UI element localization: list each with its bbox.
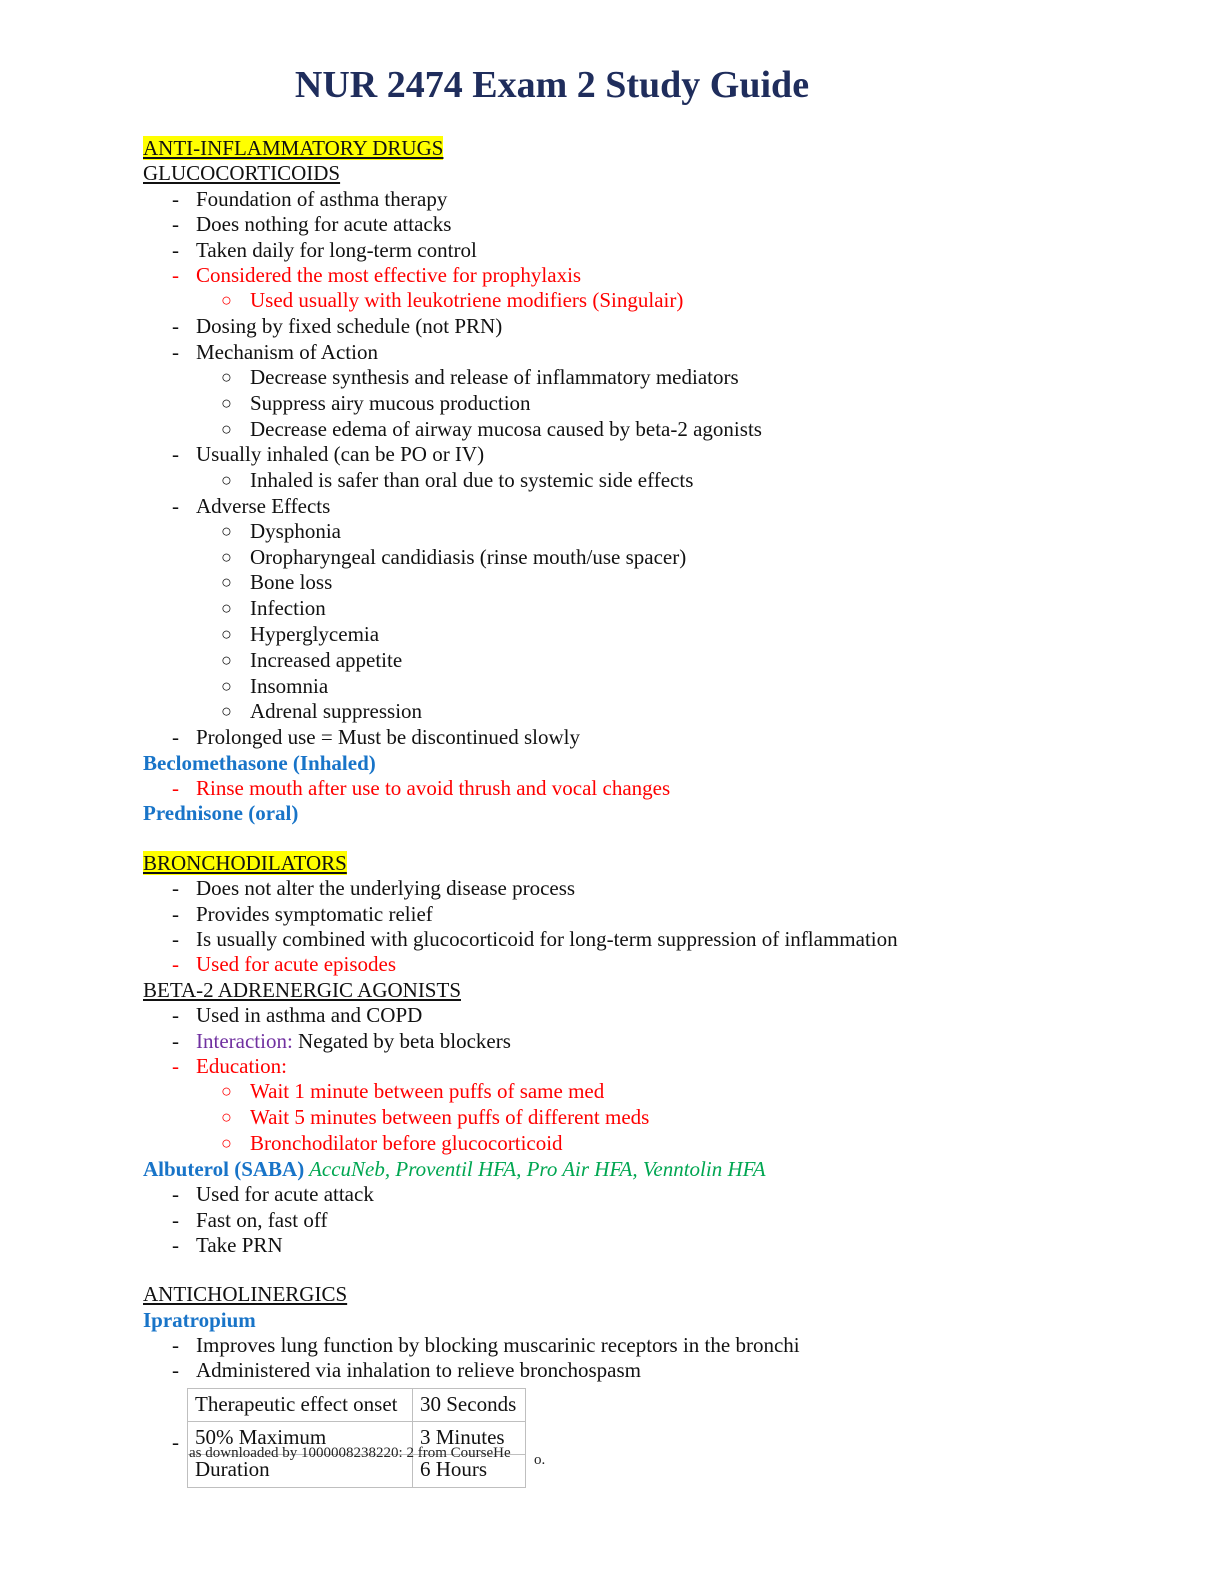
table-cell: 50% Maximum (187, 1420, 413, 1455)
table-row: 50% Maximum 3 Minutes (187, 1420, 526, 1455)
sub-list-item: ○Dysphonia (221, 518, 341, 543)
list-item: -Used for acute attack (172, 1182, 374, 1207)
sub-list-item: ○Bronchodilator before glucocorticoid (221, 1130, 563, 1155)
sub-list-item: ○Used usually with leukotriene modifiers… (221, 288, 684, 313)
drug-name: Beclomethasone (Inhaled) (143, 750, 376, 775)
drug-name: Prednisone (oral) (143, 801, 299, 826)
document-body: ANTI-INFLAMMATORY DRUGS GLUCOCORTICOIDS … (143, 136, 1163, 1494)
sub-list-item: ○Bone loss (221, 570, 333, 595)
list-item: -Does nothing for acute attacks (172, 212, 452, 237)
list-marker: - (172, 1429, 179, 1454)
list-item: -Administered via inhalation to relieve … (172, 1358, 641, 1383)
drug-name: Ipratropium (143, 1307, 256, 1332)
list-item: -Considered the most effective for proph… (172, 262, 582, 287)
download-watermark: as downloaded by 1000008238220: 2 from C… (189, 1445, 511, 1461)
list-item: -Used for acute episodes (172, 952, 397, 977)
sub-list-item: ○Increased appetite (221, 647, 403, 672)
list-item: -Provides symptomatic relief (172, 901, 433, 926)
table-cell: 3 Minutes (412, 1420, 526, 1455)
section-heading: BRONCHODILATORS (143, 850, 347, 875)
list-item: -Foundation of asthma therapy (172, 186, 448, 211)
spacer (143, 1258, 1163, 1282)
sub-list-item: ○Wait 5 minutes between puffs of differe… (221, 1105, 650, 1130)
list-item: -Is usually combined with glucocorticoid… (172, 927, 898, 951)
sub-list-item: ○Decrease synthesis and release of infla… (221, 364, 739, 389)
list-item: -Dosing by fixed schedule (not PRN) (172, 314, 503, 339)
onset-table: Therapeutic effect onset 30 Seconds 50% … (187, 1387, 526, 1488)
table-cell: 6 Hours (412, 1453, 526, 1488)
list-item: -Adverse Effects (172, 493, 331, 518)
list-item: -Interaction: Negated by beta blockers (172, 1028, 511, 1053)
list-item: -Prolonged use = Must be discontinued sl… (172, 725, 580, 750)
sub-list-item: ○Insomnia (221, 673, 329, 698)
spacer (143, 827, 1163, 851)
sub-list-item: ○Wait 1 minute between puffs of same med (221, 1079, 605, 1104)
table-cell: Duration (187, 1453, 413, 1488)
sub-list-item: ○Adrenal suppression (221, 699, 423, 724)
table-cell: Therapeutic effect onset (187, 1387, 413, 1422)
subsection-heading: ANTICHOLINERGICS (143, 1282, 348, 1307)
list-item: -Education: (172, 1053, 287, 1078)
list-item: -Rinse mouth after use to avoid thrush a… (172, 776, 671, 801)
list-item: -Usually inhaled (can be PO or IV) (172, 442, 485, 467)
sub-list-item: ○Infection (221, 596, 326, 621)
page-title: NUR 2474 Exam 2 Study Guide (294, 64, 810, 106)
list-item: -Fast on, fast off (172, 1207, 328, 1232)
section-heading: ANTI-INFLAMMATORY DRUGS (143, 136, 444, 160)
sub-list-item: ○Oropharyngeal candidiasis (rinse mouth/… (221, 544, 687, 569)
drug-line: Albuterol (SABA) AccuNeb, Proventil HFA,… (143, 1157, 1163, 1182)
list-item: -Improves lung function by blocking musc… (172, 1333, 800, 1358)
subsection-heading: BETA-2 ADRENERGIC AGONISTS (143, 977, 461, 1002)
subsection-heading: GLUCOCORTICOIDS (143, 161, 341, 186)
table-row: Therapeutic effect onset 30 Seconds (187, 1387, 526, 1422)
list-item: -Take PRN (172, 1232, 283, 1257)
table-cell: 30 Seconds (412, 1387, 526, 1422)
list-item: -Taken daily for long-term control (172, 237, 477, 262)
sub-list-item: ○Hyperglycemia (221, 622, 380, 647)
sub-list-item: ○Suppress airy mucous production (221, 390, 531, 415)
sub-list-item: ○Decrease edema of airway mucosa caused … (221, 416, 762, 441)
onset-table-container: - Therapeutic effect onset 30 Seconds 50… (143, 1387, 1163, 1494)
table-row: Duration 6 Hours (187, 1453, 526, 1488)
brand-names: AccuNeb, Proventil HFA, Pro Air HFA, Ven… (304, 1156, 766, 1181)
list-item: -Does not alter the underlying disease p… (172, 876, 576, 901)
drug-name: Albuterol (SABA) (143, 1156, 305, 1181)
watermark-tail: o. (534, 1452, 546, 1468)
list-item: -Mechanism of Action (172, 339, 378, 364)
list-item: -Used in asthma and COPD (172, 1003, 423, 1028)
sub-list-item: ○Inhaled is safer than oral due to syste… (221, 467, 694, 492)
